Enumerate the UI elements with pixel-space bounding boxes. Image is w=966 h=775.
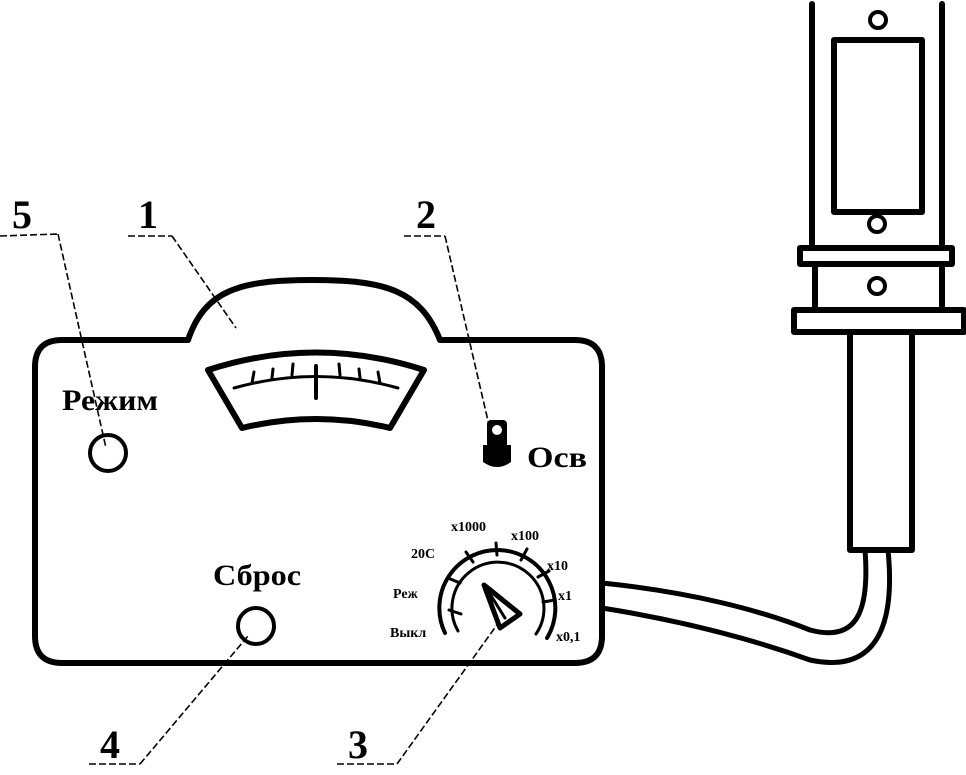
dial-pointer-knob[interactable] — [481, 582, 523, 631]
device-body — [32, 277, 605, 666]
dial-label-x01: х0,1 — [556, 630, 581, 645]
dial-label-x100: х100 — [511, 529, 539, 544]
reset-label: Сброс — [213, 559, 301, 592]
mode-button[interactable] — [88, 433, 128, 473]
dial-label-20c: 20С — [411, 547, 435, 562]
dial-label-off: Выкл — [390, 626, 426, 641]
probe-cable — [599, 547, 893, 665]
light-label: Осв — [527, 441, 587, 474]
dial-inner-ring — [450, 560, 546, 636]
probe — [791, 1, 966, 553]
mode-label: Режим — [62, 384, 158, 417]
dial-outer-ring — [437, 548, 558, 640]
callout-number-4: 4 — [100, 722, 120, 767]
meter-scale-ticks — [250, 362, 382, 385]
callout-number-2: 2 — [416, 192, 436, 237]
callout-number-5: 5 — [12, 192, 32, 237]
range-selector-dial[interactable] — [437, 541, 558, 640]
probe-sensor-window — [831, 37, 925, 215]
light-toggle-switch[interactable] — [483, 420, 511, 467]
reset-button[interactable] — [236, 606, 276, 646]
dial-segment-ticks — [446, 541, 557, 616]
callout-number-1: 1 — [138, 192, 158, 237]
dial-label-x1000: х1000 — [451, 520, 486, 535]
dial-label-mode: Реж — [393, 587, 419, 602]
dial-label-x10: х10 — [547, 559, 568, 574]
callout-leaders — [0, 233, 500, 765]
probe-handle — [847, 329, 915, 553]
meter-window — [205, 349, 427, 431]
dial-range-labels: Выкл Реж 20С х1000 х100 х10 х1 х0,1 — [390, 520, 581, 645]
dial-label-x1: х1 — [558, 589, 572, 604]
callout-number-3: 3 — [348, 722, 368, 767]
